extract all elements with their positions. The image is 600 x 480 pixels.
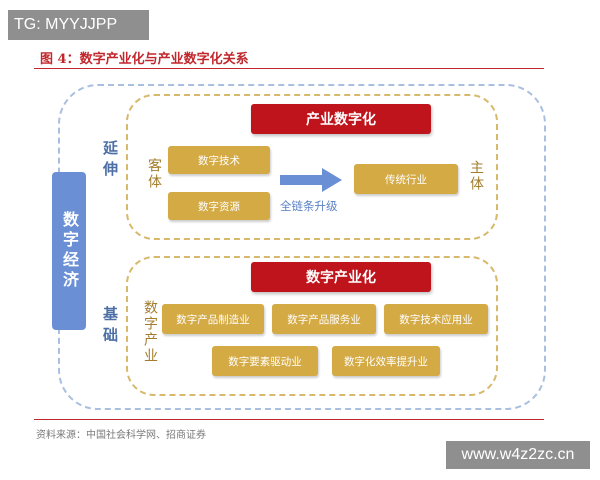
digital-technology-box: 数字技术 [168,146,270,174]
digital-tech-application-box: 数字技术应用业 [384,304,488,334]
digital-resources-box: 数字资源 [168,192,270,220]
extend-label: 延伸 [101,140,119,182]
object-label: 客体 [146,158,162,190]
watermark-top: TG: MYYJJPP [8,10,149,40]
subject-label: 主体 [468,160,484,192]
base-label: 基础 [101,306,119,348]
digital-product-services-box: 数字产品服务业 [272,304,376,334]
source-note: 资料来源：中国社会科学网、招商证券 [36,430,206,441]
traditional-industry-box: 传统行业 [354,164,458,194]
industrial-digitalization-header: 产业数字化 [251,104,431,134]
upgrade-arrow-icon [280,168,342,192]
digital-economy-bar: 数字经济 [52,172,86,330]
digital-product-manufacturing-box: 数字产品制造业 [162,304,264,334]
top-dashed-frame [126,94,498,240]
digital-industrialization-header: 数字产业化 [251,262,431,292]
digital-factor-driven-box: 数字要素驱动业 [212,346,318,376]
digital-efficiency-box: 数字化效率提升业 [332,346,440,376]
title-divider [34,68,544,69]
figure-title: 图 4：数字产业化与产业数字化关系 [40,52,249,67]
watermark-bottom: www.w4z2zc.cn [446,441,590,469]
bottom-dashed-frame [126,256,498,396]
digital-industry-label: 数字产业 [142,300,158,364]
upgrade-arrow-label: 全链条升级 [280,199,338,213]
source-divider [34,419,544,420]
